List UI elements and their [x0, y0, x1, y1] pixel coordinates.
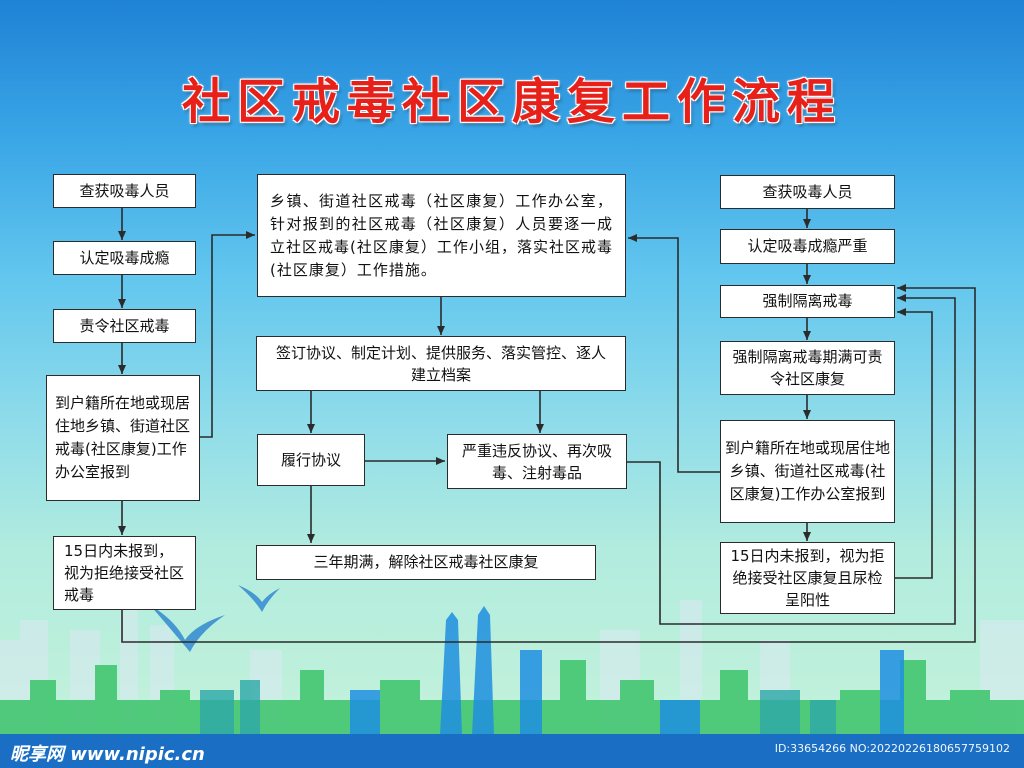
watermark-brand: 昵享网 www.nipic.cn [10, 744, 205, 765]
center-box-fulfill-agreement: 履行协议 [257, 434, 365, 486]
right-box-report-to-office: 到户籍所在地或现居住地乡镇、街道社区戒毒(社区康复)工作办公室报到 [720, 420, 895, 523]
page-title: 社区戒毒社区康复工作流程 [181, 74, 842, 130]
right-box-no-report-15-days: 15日内未报到，视为拒绝接受社区康复且尿检呈阳性 [720, 542, 895, 614]
right-box-serious-addiction: 认定吸毒成瘾严重 [720, 229, 895, 264]
center-box-serious-violation: 严重违反协议、再次吸毒、注射毒品 [447, 434, 627, 489]
left-box-no-report-15-days: 15日内未报到，视为拒绝接受社区戒毒 [53, 536, 196, 610]
right-box-compulsory-isolation: 强制隔离戒毒 [720, 285, 895, 318]
left-box-report-to-office: 到户籍所在地或现居住地乡镇、街道社区戒毒(社区康复)工作办公室报到 [46, 375, 200, 501]
left-box-seized-drug-user: 查获吸毒人员 [53, 174, 196, 208]
center-box-three-years-release: 三年期满，解除社区戒毒社区康复 [256, 545, 596, 580]
left-box-ordered-community-rehab: 责令社区戒毒 [53, 309, 196, 343]
center-box-sign-agreement: 签订协议、制定计划、提供服务、落实管控、逐人建立档案 [256, 336, 626, 391]
left-box-identified-addiction: 认定吸毒成瘾 [53, 241, 196, 275]
watermark-id: ID:33654266 NO:20220226180657759102 [774, 742, 1010, 755]
right-box-seized-drug-user: 查获吸毒人员 [720, 175, 895, 209]
watermark-bar [0, 734, 1024, 768]
right-box-isolation-expired: 强制隔离戒毒期满可责令社区康复 [720, 341, 895, 395]
center-box-office-work-team: 乡镇、街道社区戒毒（社区康复）工作办公室，针对报到的社区戒毒（社区康复）人员要逐… [257, 174, 626, 297]
